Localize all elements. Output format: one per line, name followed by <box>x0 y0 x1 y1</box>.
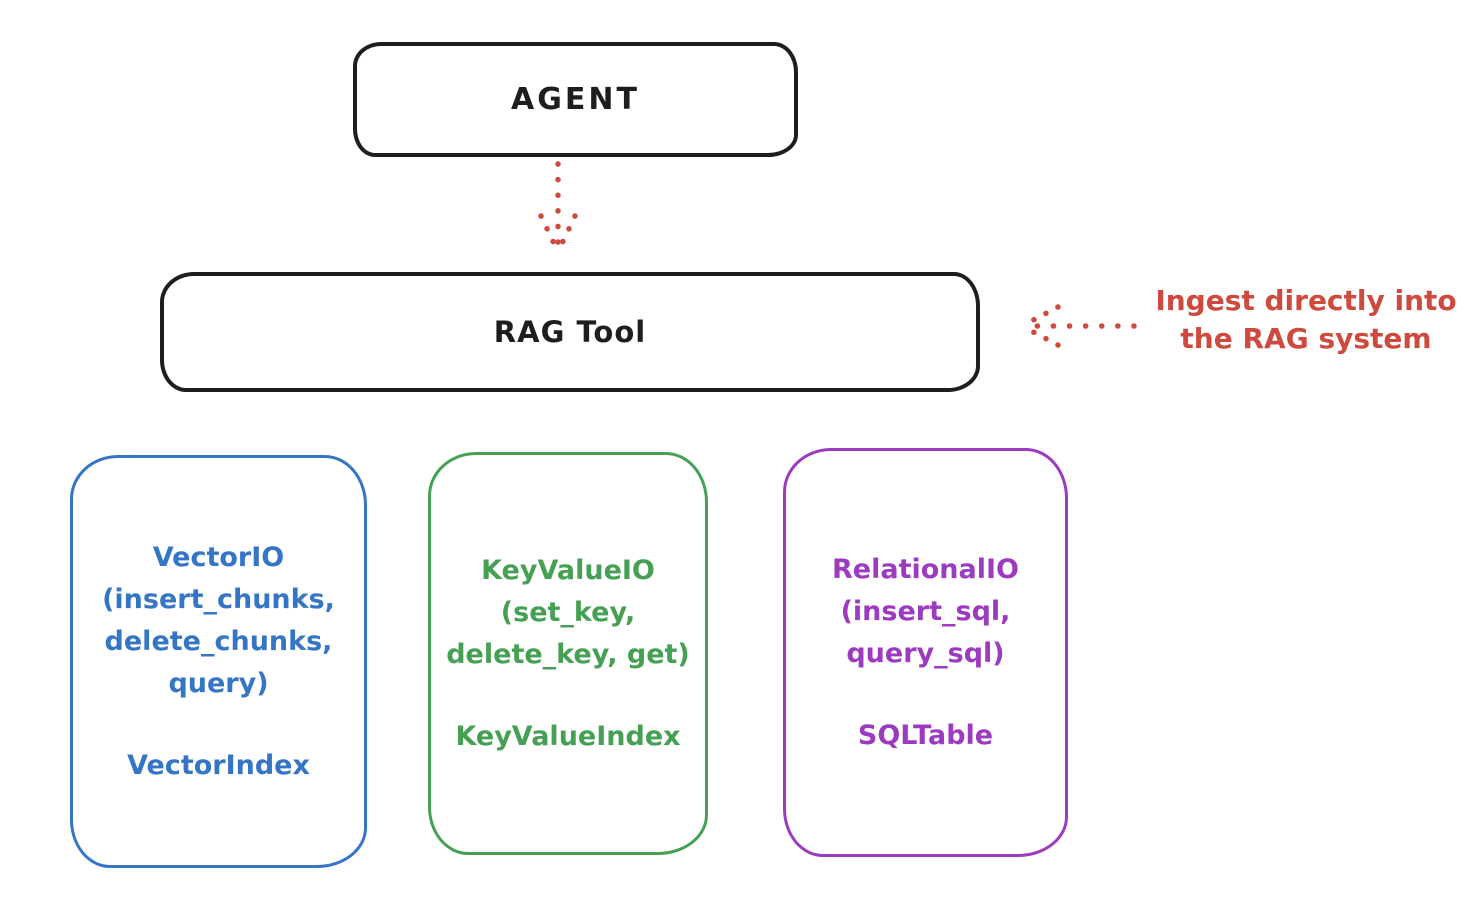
ingest-annotation-line2: the RAG system <box>1180 322 1432 355</box>
agent-label: AGENT <box>511 82 640 117</box>
ingest-arrow-icon <box>1019 304 1137 348</box>
rag-tool-label: RAG Tool <box>493 315 647 349</box>
vector-io-node: VectorIO (insert_chunks, delete_chunks, … <box>70 455 367 868</box>
key-value-io-node: KeyValueIO (set_key, delete_key, get) Ke… <box>428 452 708 855</box>
ingest-annotation: Ingest directly into the RAG system <box>1138 282 1474 358</box>
vector-io-method-line: (insert_chunks, <box>102 583 335 615</box>
vector-io-title: VectorIO <box>152 541 285 573</box>
vector-io-method-line: query) <box>168 667 269 699</box>
key-value-io-method-line: delete_key, get) <box>446 638 690 670</box>
sql-table-label: SQLTable <box>857 719 994 751</box>
relational-io-method-line: query_sql) <box>846 637 1005 669</box>
relational-io-method-line: (insert_sql, <box>840 595 1011 627</box>
key-value-io-method-line: (set_key, <box>500 596 636 628</box>
key-value-index-label: KeyValueIndex <box>455 720 681 752</box>
relational-io-node: RelationalIO (insert_sql, query_sql) SQL… <box>783 448 1068 857</box>
agent-to-ragtool-arrow-icon <box>538 161 578 259</box>
relational-io-title: RelationalIO <box>832 553 1019 585</box>
vector-io-method-line: delete_chunks, <box>104 625 333 657</box>
vector-index-label: VectorIndex <box>127 749 310 781</box>
ingest-annotation-line1: Ingest directly into <box>1155 284 1457 317</box>
agent-node: AGENT <box>353 42 798 157</box>
rag-tool-node: RAG Tool <box>160 272 980 392</box>
key-value-io-title: KeyValueIO <box>481 554 655 586</box>
